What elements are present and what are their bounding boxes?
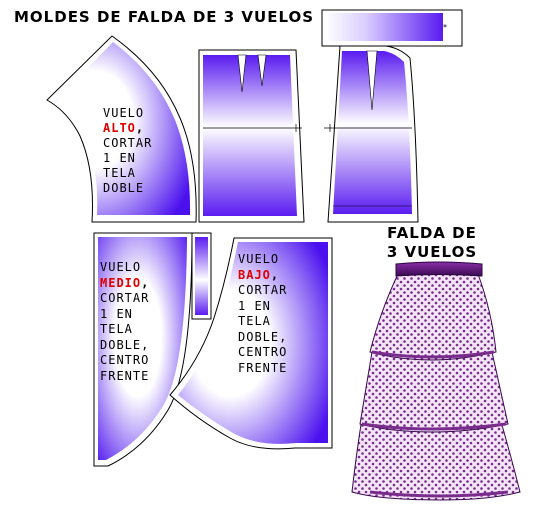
alto-highlight: ALTO [103, 121, 136, 135]
bajo-line-6: DOBLE, [238, 329, 288, 344]
medio-line-5: TELA [100, 322, 133, 336]
tie-strip-pattern [191, 232, 212, 320]
skirt-title-line-2: 3 VUELOS [386, 243, 478, 261]
skirt-base-front-pattern [324, 45, 419, 223]
finished-skirt-illustration [351, 261, 521, 501]
alto-line-1: VUELO [103, 106, 145, 120]
vuelo-alto-instructions: VUELO ALTO, CORTAR 1 EN TELA DOBLE [103, 106, 152, 196]
bajo-dot: , [270, 267, 280, 282]
alto-line-4: 1 EN [103, 151, 136, 165]
bajo-line-2-wrap: BAJO, [238, 268, 287, 284]
bajo-line-4: 1 EN [238, 298, 271, 313]
medio-line-7: CENTRO [100, 353, 150, 367]
bajo-highlight: BAJO [238, 267, 271, 282]
alto-line-2-wrap: ALTO, [103, 121, 152, 136]
alto-dot: , [135, 121, 145, 135]
skirt-title-line-1: FALDA DE [387, 224, 477, 242]
medio-line-6: DOBLE, [100, 337, 150, 352]
alto-line-5: TELA [103, 166, 136, 180]
waistband-pattern: * [321, 9, 463, 47]
medio-line-4: 1 EN [100, 306, 133, 321]
vuelo-bajo-instructions: VUELO BAJO, CORTAR 1 EN TELA DOBLE, CENT… [238, 252, 287, 376]
vuelo-medio-piece [93, 232, 193, 467]
svg-text:*: * [443, 23, 447, 32]
alto-line-3: CORTAR [103, 136, 153, 150]
medio-highlight: MEDIO [100, 275, 142, 290]
medio-dot: , [141, 275, 150, 290]
vuelo-medio-instructions: VUELO MEDIO, CORTAR 1 EN TELA DOBLE, CEN… [100, 260, 149, 384]
bajo-line-3: CORTAR [238, 283, 288, 297]
skirt-base-back-pattern [198, 49, 305, 223]
alto-line-6: DOBLE [103, 181, 145, 195]
bajo-line-7: CENTRO [238, 345, 288, 359]
medio-line-2-wrap: MEDIO, [100, 276, 149, 292]
vuelo-bajo-piece [169, 237, 333, 450]
skirt-title: FALDA DE 3 VUELOS [372, 224, 492, 262]
bajo-line-5: TELA [238, 314, 271, 328]
medio-line-8: FRENTE [100, 368, 150, 383]
page-title: MOLDES DE FALDA DE 3 VUELOS [14, 8, 315, 26]
medio-line-3: CORTAR [100, 291, 150, 305]
bajo-line-1: VUELO [238, 252, 280, 266]
bajo-line-8: FRENTE [238, 360, 288, 375]
medio-line-1: VUELO [100, 260, 142, 274]
vuelo-alto-piece [46, 35, 197, 223]
